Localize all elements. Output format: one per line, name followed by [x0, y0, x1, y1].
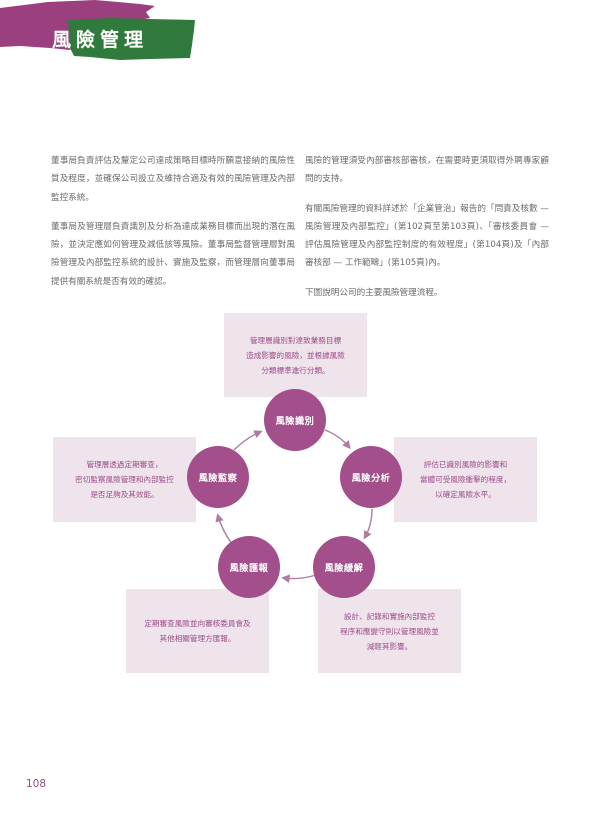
step-label: 風險分析	[351, 473, 391, 484]
description-text: 管理層透過定期審查， 密切監察風險管理和內部監控 是否足夠及其效能。	[75, 460, 174, 499]
page-number: 108	[26, 778, 47, 790]
step-risk-analysis: 風險分析	[340, 446, 402, 508]
mitigation-description-box: 設計、記錄和實施內部監控 程序和應變守則以管理風險並 減輕其影響。	[318, 589, 461, 673]
description-text: 設計、記錄和實施內部監控 程序和應變守則以管理風險並 減輕其影響。	[340, 611, 439, 651]
reporting-description-box: 定期審查風險並向審核委員會及 其他相關管理方匯報。	[126, 589, 269, 673]
identification-description-box: 管理層識別對達致業務目標 造成影響的風險，並根據風險 分類標準進行分類。	[224, 313, 367, 397]
description-text: 評估已識別風險的影響和 當體可受風險衝擊的程度， 以確定風險水平。	[419, 460, 512, 499]
step-label: 風險識別	[275, 416, 315, 427]
paragraph: 風險的管理須受內部審核部審核，在需要時更須取得外聘專家顧問的支持。	[305, 156, 549, 185]
arrow-report-to-monitor	[215, 513, 233, 545]
step-label: 風險緩解	[324, 563, 364, 574]
paragraph: 有關風險管理的資料詳述於「企業管治」報告的「問責及核數 — 風險管理及內部監控」…	[305, 203, 549, 269]
step-label: 風險匯報	[229, 563, 269, 574]
arrow-analyze-to-mitigate	[363, 508, 373, 540]
left-text-column: 董事局負責評估及釐定公司達成策略目標時所願意接納的風險性質及程度，並確保公司設立…	[51, 152, 295, 302]
step-risk-mitigation: 風險緩解	[313, 536, 375, 598]
arrow-monitor-to-identify	[233, 430, 263, 451]
arrow-identify-to-analyze	[324, 429, 351, 450]
description-text: 管理層識別對達致業務目標 造成影響的風險，並根據風險 分類標準進行分類。	[246, 336, 345, 375]
step-risk-identification: 風險識別	[264, 389, 326, 451]
step-label: 風險監察	[198, 473, 238, 484]
arrow-mitigate-to-report	[281, 574, 317, 583]
paragraph: 下圖說明公司的主要風險管理流程。	[305, 287, 443, 298]
step-risk-monitoring: 風險監察	[187, 446, 249, 508]
analysis-description-box: 評估已識別風險的影響和 當體可受風險衝擊的程度， 以確定風險水平。	[394, 437, 537, 522]
monitoring-description-box: 管理層透過定期審查， 密切監察風險管理和內部監控 是否足夠及其效能。	[53, 437, 196, 522]
right-text-column: 風險的管理須受內部審核部審核，在需要時更須取得外聘專家顧問的支持。 有關風險管理…	[305, 152, 549, 313]
paragraph: 董事局負責評估及釐定公司達成策略目標時所願意接納的風險性質及程度，並確保公司設立…	[51, 156, 295, 203]
step-risk-reporting: 風險匯報	[218, 536, 280, 598]
paragraph: 董事局及管理層負責識別及分析為達成業務目標而出現的潛在風險，並決定應如何管理及減…	[51, 221, 295, 287]
description-text: 定期審查風險並向審核委員會及 其他相關管理方匯報。	[144, 619, 251, 643]
header-banner: 風險管理	[0, 0, 220, 66]
green-brush-stroke	[68, 18, 195, 60]
page-title: 風險管理	[52, 29, 149, 51]
